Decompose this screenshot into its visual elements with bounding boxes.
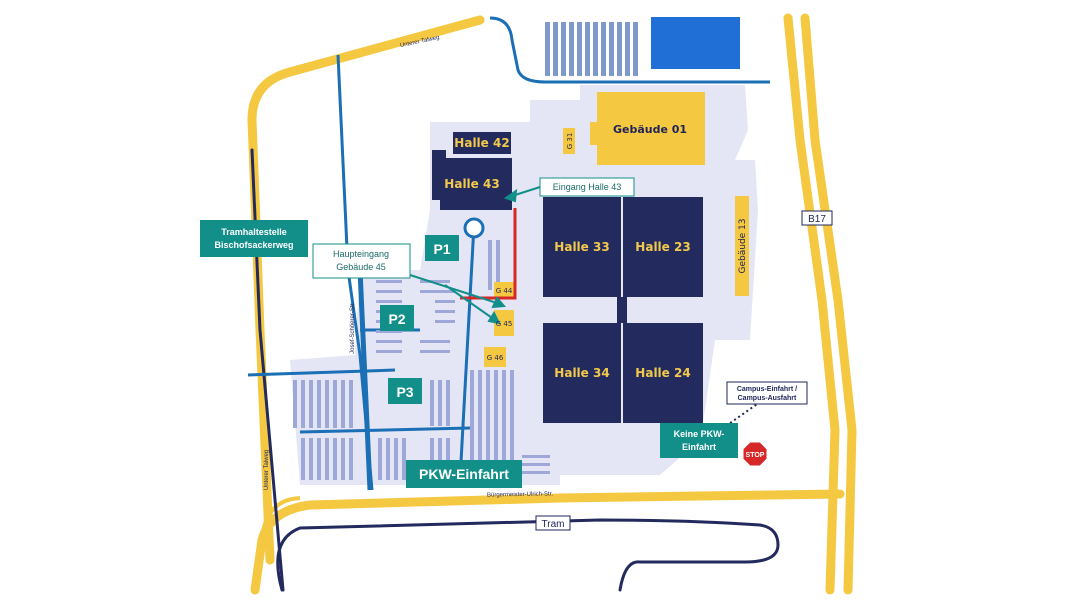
halle-34-shape: [543, 323, 621, 423]
no-car-box: [660, 423, 738, 458]
gebaeude-13-shape: [735, 196, 749, 296]
no-car-line2: Einfahrt: [682, 442, 716, 452]
parking-top: [545, 22, 638, 76]
halle-33-label: Halle 33: [554, 240, 609, 254]
buildings-yellow: [484, 92, 749, 367]
p1-badge: [425, 235, 459, 261]
stop-sign-icon: STOP: [742, 441, 768, 467]
main-entrance-line2: Gebäude 45: [336, 262, 386, 272]
road-unterer-talweg-left: Unterer Talweg: [264, 450, 270, 490]
campus-dotted-line: [725, 401, 761, 427]
halle-23-shape: [623, 197, 703, 297]
g44-label: G 44: [496, 287, 513, 295]
parking-lots-left: [293, 240, 550, 480]
stop-sign-label: STOP: [746, 452, 765, 459]
b17-badge: [801, 210, 833, 226]
campus-entrance-callout: [726, 381, 808, 405]
g31-label: G 31: [566, 133, 574, 150]
tram-stop-line2: Bischofsackerweg: [214, 240, 293, 250]
b17-label: B17: [808, 214, 826, 225]
road-josef-schoerer: Josef-Schöerer-Str.: [350, 302, 356, 354]
g44-shape: [494, 282, 514, 298]
tram-badge: [535, 515, 571, 531]
halls-navy: [432, 132, 703, 423]
p1-label: P1: [433, 241, 450, 257]
car-entrance-box: [406, 460, 522, 488]
g31-shape: [563, 128, 575, 154]
g46-shape: [484, 347, 506, 367]
g45-shape: [494, 310, 514, 336]
p3-badge: [388, 378, 422, 404]
halle-33-shape: [543, 197, 621, 297]
gebaeude-01-label: Gebäude 01: [613, 123, 687, 136]
main-entrance-callout: [312, 243, 411, 279]
gebaeude-01-shape: [590, 92, 705, 165]
callout-arrows: [409, 186, 541, 325]
halle-24-shape: [623, 323, 703, 423]
gebaeude-13-label: Gebäude 13: [738, 218, 748, 273]
g45-label: G 45: [496, 320, 513, 328]
main-entrance-line1: Haupteingang: [333, 249, 389, 259]
tram-label: Tram: [542, 519, 565, 530]
entrance-h43-label: Eingang Halle 43: [553, 182, 622, 192]
entrance-h43-callout: [539, 177, 635, 197]
halle-24-label: Halle 24: [635, 366, 690, 380]
tram-stop-line1: Tramhaltestelle: [221, 227, 287, 237]
blue-area: [651, 17, 740, 69]
road-buergermeister: Bürgermeister-Ulrich-Str.: [487, 491, 553, 498]
car-entrance-label: PKW-Einfahrt: [419, 466, 509, 482]
halle-43-label: Halle 43: [444, 177, 499, 191]
roads-yellow-thin: [260, 496, 301, 541]
tram-stop-box: [200, 220, 308, 257]
roads-yellow: [247, 13, 857, 595]
p2-badge: [380, 305, 414, 331]
g46-label: G 46: [487, 354, 504, 362]
campus-line2: Campus-Ausfahrt: [738, 395, 797, 402]
tram-line: [250, 148, 780, 592]
halle-34-label: Halle 34: [554, 366, 609, 380]
halle-42-shape: [453, 132, 511, 154]
paths-blue-bold: [357, 269, 373, 491]
campus-line1: Campus-Einfahrt /: [737, 386, 797, 393]
halle-42-label: Halle 42: [454, 136, 509, 150]
halle-43-shape: [432, 150, 512, 210]
p2-label: P2: [388, 311, 405, 327]
halle-23-label: Halle 23: [635, 240, 690, 254]
no-car-line1: Keine PKW-: [674, 429, 725, 439]
roundabout-icon: [463, 217, 485, 239]
p3-label: P3: [396, 384, 413, 400]
